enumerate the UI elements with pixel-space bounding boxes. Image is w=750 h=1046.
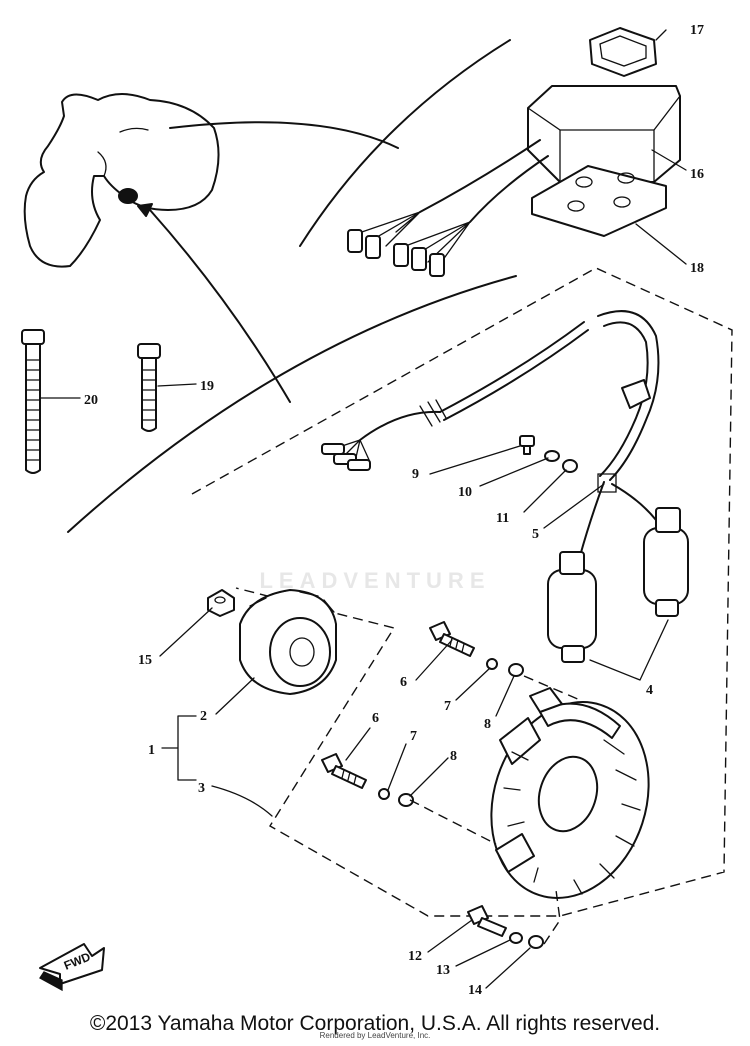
stator-assembly [490, 687, 650, 899]
rendered-by-notice: Rendered by LeadVenture, Inc. [319, 1031, 431, 1040]
callout-17: 17 [690, 23, 704, 38]
cdi-bracket-plate [531, 165, 667, 237]
magneto-assembly-boundary [191, 267, 733, 917]
watermark: LEADVENTURE [259, 568, 491, 593]
washer-8-upper [508, 663, 524, 677]
callout-16: 16 [690, 167, 704, 182]
callout-18: 18 [690, 261, 704, 276]
frame-line-upper [299, 39, 511, 247]
callout-7-upper: 7 [444, 699, 451, 714]
callout-numbers: 17 16 18 20 19 9 10 11 5 4 15 6 7 8 2 1 … [84, 23, 704, 998]
alignment-line-lower [409, 799, 497, 845]
cable-tie-19 [137, 343, 161, 432]
callout-15: 15 [138, 653, 152, 668]
cdi-unit [527, 27, 681, 183]
callout-1: 1 [148, 743, 155, 758]
callout-3: 3 [198, 781, 205, 796]
callout-19: 19 [200, 379, 214, 394]
arrow-to-wiring [149, 209, 291, 403]
alignment-line-upper [523, 675, 581, 701]
flywheel-rotor [239, 589, 337, 695]
wire-clamp [597, 473, 617, 493]
callout-9: 9 [412, 467, 419, 482]
spring-washer-7-upper [486, 658, 498, 670]
callout-2: 2 [200, 709, 207, 724]
callout-8-lower: 8 [450, 749, 457, 764]
washer-11 [562, 459, 578, 473]
callout-11: 11 [496, 511, 509, 526]
washer-10 [544, 450, 560, 462]
callout-10: 10 [458, 485, 472, 500]
callout-7-lower: 7 [410, 729, 417, 744]
spring-washer-13 [509, 932, 523, 944]
stator-harness [321, 310, 660, 481]
callout-20: 20 [84, 393, 98, 408]
cable-tie-20 [21, 329, 45, 474]
bolt-9 [519, 435, 535, 455]
fwd-direction-icon: FWD [39, 943, 105, 992]
coil-left [547, 481, 605, 663]
washer-14 [528, 935, 544, 949]
callout-4: 4 [646, 683, 653, 698]
cdi-location-marker [118, 188, 138, 204]
arrowhead-icon [137, 203, 153, 217]
callout-12: 12 [408, 949, 422, 964]
callout-13: 13 [436, 963, 450, 978]
coil-right [611, 483, 689, 617]
washer-8-lower [398, 793, 414, 807]
motorcycle-outline [23, 93, 220, 268]
bolt-6-lower [321, 753, 367, 789]
callout-6-upper: 6 [400, 675, 407, 690]
bolt-12 [467, 905, 507, 937]
cdi-harness [347, 139, 549, 277]
arrow-to-cdi-unit [169, 121, 399, 149]
callout-14: 14 [468, 983, 482, 998]
callout-8-upper: 8 [484, 717, 491, 732]
alignment-line-bolt-12 [543, 889, 561, 945]
copyright-notice: ©2013 Yamaha Motor Corporation, U.S.A. A… [89, 1012, 661, 1035]
callout-6-lower: 6 [372, 711, 379, 726]
frame-line-lower [67, 275, 517, 533]
callout-5: 5 [532, 527, 539, 542]
bolt-6-upper [429, 621, 475, 657]
leader-lines [39, 29, 687, 989]
rotor-nut-15 [207, 589, 235, 617]
spring-washer-7-lower [378, 788, 390, 800]
